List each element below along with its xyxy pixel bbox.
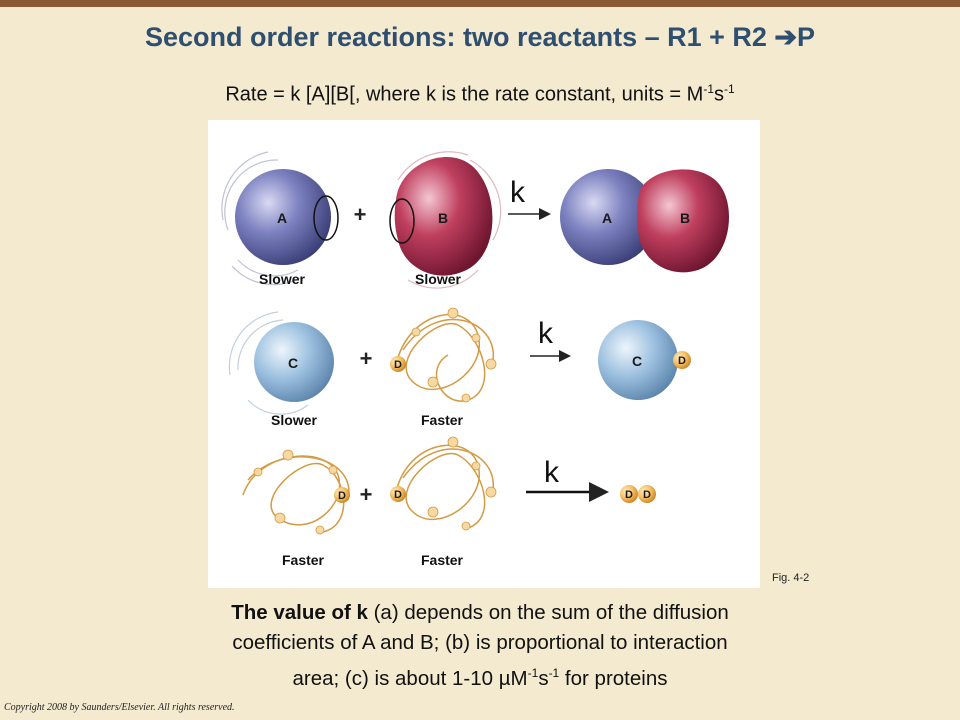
caption-exponent-s: -1	[548, 666, 560, 680]
row-1: A Slower + B Slower k A B	[221, 151, 730, 289]
product-label-d-2: D	[643, 489, 651, 501]
caption-line-3-text: area; (c) is about 1-10 µM	[292, 666, 528, 690]
speed-label-d-3b: Faster	[421, 552, 464, 568]
sphere-c	[254, 322, 334, 402]
trail-dots-d-3a	[253, 449, 338, 535]
diffusion-illustration: A Slower + B Slower k A B	[221, 151, 730, 568]
copyright-notice: Copyright 2008 by Saunders/Elsevier. All…	[4, 702, 235, 713]
binding-site-a	[313, 195, 339, 241]
motion-blur-b	[397, 151, 502, 289]
caption: The value of k (a) depends on the sum of…	[110, 598, 850, 694]
caption-line-3-end: for proteins	[559, 666, 668, 690]
speed-label-c: Slower	[271, 412, 317, 428]
motion-blur-a	[221, 151, 301, 286]
product-particle-d	[673, 351, 691, 369]
row-3: D Faster + D Faster k D D	[242, 436, 656, 568]
product-particle-d-1	[620, 485, 638, 503]
rate-unit-exponent-s: -1	[724, 82, 735, 96]
label-b: B	[438, 210, 448, 226]
trail-dots-d-3b	[427, 436, 497, 531]
label-c: C	[288, 355, 298, 371]
title-text: Second order reactions: two reactants – …	[144, 22, 775, 52]
label-d-3b: D	[394, 489, 402, 501]
label-d-3a: D	[338, 490, 346, 502]
rate-constant-k-1: k	[510, 176, 526, 209]
speed-label-b: Slower	[415, 271, 461, 287]
binding-site-b	[389, 198, 415, 244]
product-particle-d-2	[638, 485, 656, 503]
slide-title: Second order reactions: two reactants – …	[0, 22, 960, 53]
rate-equation-text: Rate = k [A][B[, where k is the rate con…	[225, 83, 704, 106]
label-a: A	[277, 210, 287, 226]
caption-line-1-text: (a) depends on the sum of the diffusion	[367, 601, 729, 624]
speed-label-d-2: Faster	[421, 412, 464, 428]
rate-constant-k-2: k	[538, 317, 554, 350]
title-product: P	[797, 22, 816, 52]
rate-unit-exponent-m: -1	[703, 82, 714, 96]
product-label-d: D	[678, 355, 686, 367]
speed-label-d-3a: Faster	[282, 552, 325, 568]
product-sphere-a	[560, 169, 656, 265]
plus-sign: +	[354, 202, 367, 227]
rate-constant-k-3: k	[544, 456, 560, 489]
plus-sign-2: +	[360, 346, 373, 371]
product-label-b: B	[680, 210, 690, 226]
right-arrow-icon: ➔	[774, 22, 798, 52]
caption-bold: The value of k	[231, 601, 368, 624]
product-label-a: A	[602, 210, 612, 226]
particle-d-3a	[334, 487, 350, 503]
particle-d-3b	[390, 486, 406, 502]
rate-equation: Rate = k [A][B[, where k is the rate con…	[0, 82, 960, 107]
figure-reference: Fig. 4-2	[772, 572, 810, 584]
label-d-2: D	[394, 359, 402, 371]
sphere-a	[235, 169, 331, 265]
motion-blur-c	[228, 311, 309, 415]
caption-line-1: The value of k (a) depends on the sum of…	[110, 598, 850, 628]
caption-line-3: area; (c) is about 1-10 µM-1s-1 for prot…	[110, 658, 850, 694]
caption-unit-s: s	[538, 666, 549, 690]
trail-dots-d-2	[411, 307, 497, 403]
product-sphere-c	[598, 320, 678, 400]
caption-exponent-m: -1	[527, 666, 539, 680]
sphere-b	[394, 156, 493, 276]
top-accent-bar	[0, 0, 960, 7]
product-label-d-1: D	[625, 489, 633, 501]
particle-d-2	[390, 356, 406, 372]
speed-label-a: Slower	[259, 271, 305, 287]
plus-sign-3: +	[360, 482, 373, 507]
random-walk-d-2	[395, 313, 494, 402]
row-2: C Slower + D Faster k C D	[228, 307, 691, 428]
diffusion-figure: A Slower + B Slower k A B	[208, 120, 760, 588]
random-walk-d-3b	[395, 444, 494, 529]
product-label-c: C	[632, 353, 642, 369]
product-sphere-b	[637, 169, 730, 273]
caption-line-2: coefficients of A and B; (b) is proporti…	[232, 631, 728, 654]
rate-unit-s: s	[714, 83, 724, 106]
